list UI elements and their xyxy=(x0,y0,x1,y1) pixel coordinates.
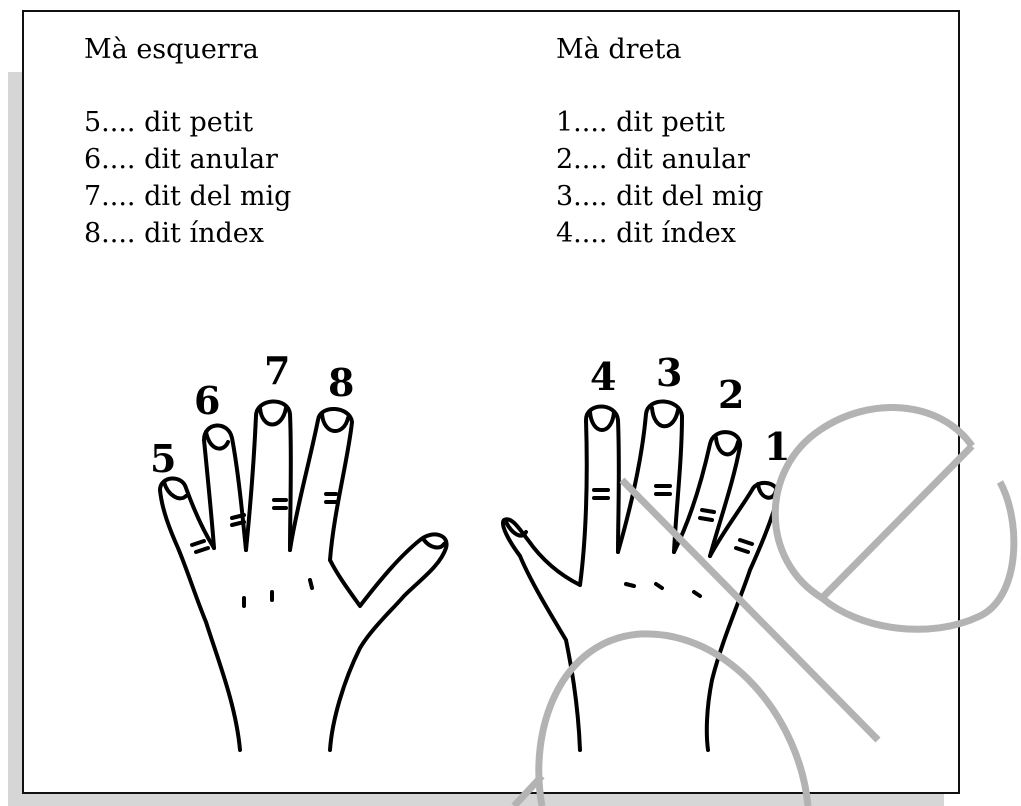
finger-label-7: 7 xyxy=(264,348,291,393)
right-finger-item: 2.... dit anular xyxy=(556,144,750,175)
right-hand-drawing xyxy=(501,399,781,752)
left-hand-drawing xyxy=(158,399,449,752)
finger-label-8: 8 xyxy=(328,360,355,405)
finger-label-3: 3 xyxy=(656,350,683,395)
right-finger-item: 4.... dit índex xyxy=(556,218,736,249)
right-hand-title: Mà dreta xyxy=(556,34,682,65)
finger-label-1: 1 xyxy=(764,424,791,469)
left-hand-title: Mà esquerra xyxy=(84,34,259,65)
frame-shadow-left xyxy=(8,72,24,806)
left-finger-item: 8.... dit índex xyxy=(84,218,264,249)
right-finger-item: 3.... dit del mig xyxy=(556,181,764,212)
finger-label-2: 2 xyxy=(718,372,745,417)
left-finger-item: 5.... dit petit xyxy=(84,107,254,138)
finger-label-5: 5 xyxy=(150,436,177,481)
left-finger-item: 6.... dit anular xyxy=(84,144,278,175)
finger-label-4: 4 xyxy=(590,354,617,399)
finger-label-6: 6 xyxy=(194,378,221,423)
right-hand-finger-list: 1.... dit petit 2.... dit anular 3.... d… xyxy=(556,104,763,252)
right-finger-item: 1.... dit petit xyxy=(556,107,726,138)
left-hand-finger-list: 5.... dit petit 6.... dit anular 7.... d… xyxy=(84,104,291,252)
left-finger-item: 7.... dit del mig xyxy=(84,181,292,212)
